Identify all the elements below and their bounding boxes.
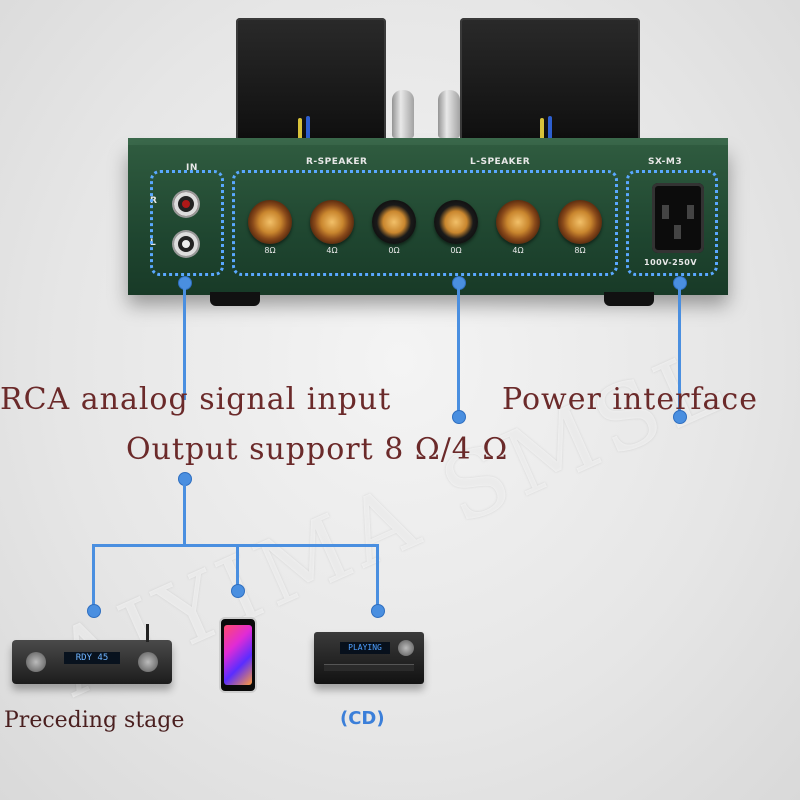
chassis-foot <box>210 292 260 306</box>
rca-input-caption: RCA analog signal input <box>0 382 392 417</box>
binding-post <box>496 200 540 244</box>
rca-connector-line <box>183 284 186 400</box>
speaker-connector-line <box>457 284 460 412</box>
chassis-top <box>128 138 728 148</box>
post-label: 4Ω <box>326 246 338 255</box>
voltage-label: 100V-250V <box>644 258 698 267</box>
wire <box>540 118 544 142</box>
wire <box>298 118 302 142</box>
cd-dot <box>371 604 385 618</box>
in-label: IN <box>186 163 198 173</box>
power-end-dot <box>673 410 687 424</box>
preceding-stage-caption: Preceding stage <box>4 708 185 733</box>
vacuum-tube <box>438 90 460 138</box>
wire <box>306 116 310 142</box>
knob-icon <box>398 640 414 656</box>
post-label: 4Ω <box>512 246 524 255</box>
model-label: SX-M3 <box>648 157 683 167</box>
preamp-dot <box>87 604 101 618</box>
r-channel-label: R <box>150 196 158 206</box>
left-transformer <box>236 18 386 148</box>
knob-icon <box>26 652 46 672</box>
preamp-display: RDY 45 <box>64 652 120 664</box>
binding-post <box>310 200 354 244</box>
power-inlet <box>652 183 704 253</box>
power-pin <box>687 205 694 219</box>
speaker-highlight-box <box>232 170 618 276</box>
post-label: 0Ω <box>450 246 462 255</box>
post-label: 0Ω <box>388 246 400 255</box>
binding-post <box>372 200 416 244</box>
rca-jack-right <box>174 192 198 216</box>
disc-tray <box>324 664 414 671</box>
phone-drop-line <box>236 544 239 588</box>
vacuum-tube <box>392 90 414 138</box>
r-speaker-label: R-SPEAKER <box>306 157 368 167</box>
post-label: 8Ω <box>264 246 276 255</box>
rca-jack-left <box>174 232 198 256</box>
preamp-drop-line <box>92 544 95 608</box>
preamp-device: RDY 45 <box>12 640 172 684</box>
phone-screen <box>224 625 252 685</box>
binding-post <box>558 200 602 244</box>
binding-post <box>434 200 478 244</box>
cd-caption: (CD) <box>340 708 385 729</box>
power-pin <box>662 205 669 219</box>
chassis-foot <box>604 292 654 306</box>
post-label: 8Ω <box>574 246 586 255</box>
binding-post <box>248 200 292 244</box>
l-speaker-label: L-SPEAKER <box>470 157 531 167</box>
power-interface-caption: Power interface <box>502 382 758 417</box>
power-pin <box>674 225 681 239</box>
wire <box>548 116 552 142</box>
smartphone-device <box>219 617 257 693</box>
source-trunk-line <box>183 480 186 546</box>
antenna-icon <box>146 624 149 642</box>
source-branch-line <box>92 544 378 547</box>
cd-display: PLAYING <box>340 642 390 654</box>
speaker-end-dot <box>452 410 466 424</box>
phone-dot <box>231 584 245 598</box>
output-support-caption: Output support 8 Ω/4 Ω <box>126 432 509 467</box>
cd-drop-line <box>376 544 379 608</box>
rca-highlight-box <box>150 170 224 276</box>
knob-icon <box>138 652 158 672</box>
cd-player-device: PLAYING <box>314 632 424 684</box>
power-highlight-box <box>626 170 718 276</box>
power-connector-line <box>678 284 681 412</box>
